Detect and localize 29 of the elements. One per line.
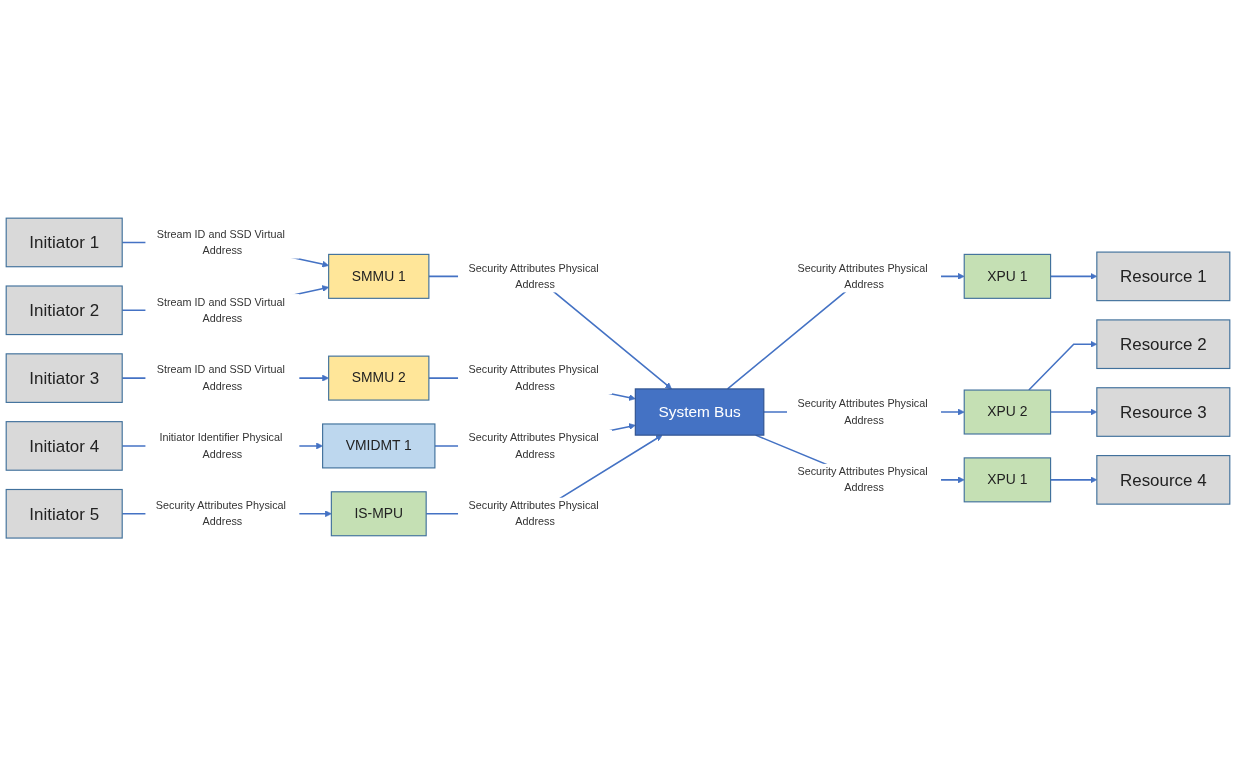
edge-label: Stream ID and SSD Virtual Address bbox=[156, 296, 285, 325]
node-box: SMMU 1 bbox=[328, 254, 430, 300]
edge-label: Initiator Identifier Physical Address bbox=[159, 431, 283, 461]
node-box: Resource 2 bbox=[1096, 319, 1231, 370]
node-box: SMMU 2 bbox=[328, 355, 430, 402]
node-box: VMIDMT 1 bbox=[322, 423, 436, 469]
node-box: XPU 1 bbox=[963, 457, 1052, 503]
node-box: Initiator 5 bbox=[5, 489, 123, 540]
node-box: Resource 1 bbox=[1096, 251, 1231, 302]
node-box: Initiator 3 bbox=[5, 353, 123, 404]
edge-label: Stream ID and SSD Virtual Address bbox=[156, 228, 285, 257]
node-box: System Bus bbox=[634, 388, 765, 437]
node-box: Resource 3 bbox=[1096, 387, 1231, 438]
edge-label: Security Attributes Physical Address bbox=[797, 465, 928, 495]
edge-label: Security Attributes Physical Address bbox=[468, 363, 599, 393]
edge-label: Security Attributes Physical Address bbox=[468, 499, 599, 529]
node-box: Initiator 4 bbox=[5, 421, 123, 472]
edge-label: Security Attributes Physical Address bbox=[797, 262, 928, 291]
edge-label: Security Attributes Physical Address bbox=[797, 397, 928, 427]
node-box: Initiator 2 bbox=[5, 285, 123, 336]
node-box: XPU 1 bbox=[963, 254, 1052, 300]
node-box: Initiator 1 bbox=[5, 218, 123, 268]
edge-label: Security Attributes Physical Address bbox=[468, 262, 599, 291]
node-box: XPU 2 bbox=[963, 389, 1052, 435]
edge-label: Stream ID and SSD Virtual Address bbox=[156, 363, 285, 393]
edge-label: Security Attributes Physical Address bbox=[468, 431, 599, 461]
node-box: Resource 4 bbox=[1096, 455, 1231, 506]
node-box: IS-MPU bbox=[330, 491, 427, 537]
edge-label: Security Attributes Physical Address bbox=[155, 499, 286, 529]
